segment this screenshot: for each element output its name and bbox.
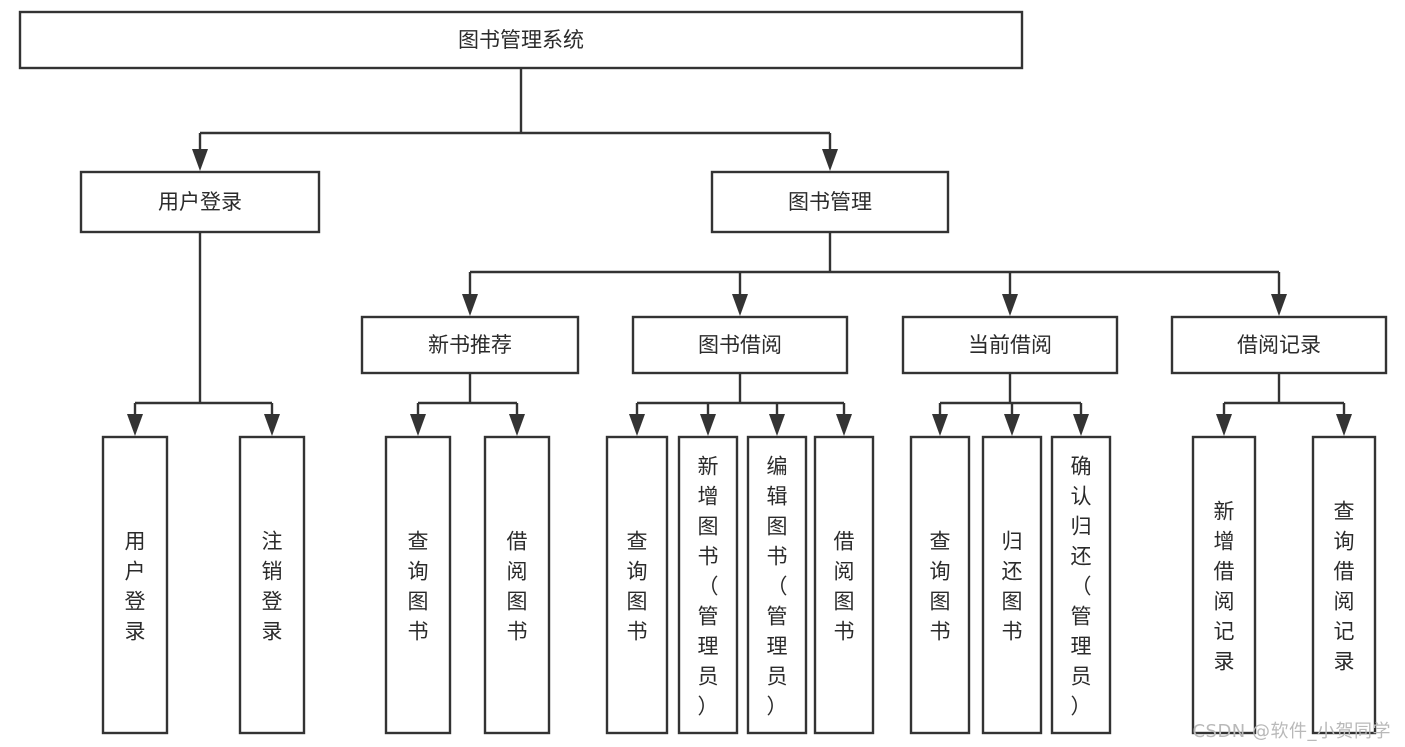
node-label-l10: 归还图书 (1002, 529, 1023, 643)
node-label-l1: 用户登录 (125, 529, 146, 643)
node-label-borrow: 图书借阅 (698, 333, 782, 357)
node-l1[interactable]: 用户登录 (101, 435, 169, 735)
node-label-l9: 查询图书 (930, 529, 951, 643)
node-box-l13[interactable] (1311, 435, 1377, 735)
connector-group-login (127, 232, 280, 436)
node-label-l6: 新增图书（管理员） (698, 454, 719, 718)
node-records[interactable]: 借阅记录 (1170, 315, 1388, 375)
node-box-l6[interactable] (677, 435, 739, 735)
node-box-l1[interactable] (101, 435, 169, 735)
node-l9[interactable]: 查询图书 (909, 435, 971, 735)
node-l8[interactable]: 借阅图书 (813, 435, 875, 735)
node-l13[interactable]: 查询借阅记录 (1311, 435, 1377, 735)
node-box-newbook[interactable] (360, 315, 580, 375)
node-box-l3[interactable] (384, 435, 452, 735)
node-box-l2[interactable] (238, 435, 306, 735)
node-label-root: 图书管理系统 (458, 28, 584, 52)
node-l11[interactable]: 确认归还（管理员） (1050, 435, 1112, 735)
node-root[interactable]: 图书管理系统 (18, 10, 1024, 70)
connector-group-root (192, 68, 838, 171)
node-box-borrow[interactable] (631, 315, 849, 375)
node-box-l5[interactable] (605, 435, 669, 735)
node-l5[interactable]: 查询图书 (605, 435, 669, 735)
connector-group-borrow (629, 373, 852, 436)
node-bookmgmt[interactable]: 图书管理 (710, 170, 950, 234)
watermark-label: CSDN @软件_小贺同学 (1192, 721, 1391, 742)
node-box-records[interactable] (1170, 315, 1388, 375)
node-box-l12[interactable] (1191, 435, 1257, 735)
node-box-l8[interactable] (813, 435, 875, 735)
node-label-l11: 确认归还（管理员） (1071, 454, 1092, 718)
node-l3[interactable]: 查询图书 (384, 435, 452, 735)
node-label-l2: 注销登录 (262, 529, 283, 643)
node-l2[interactable]: 注销登录 (238, 435, 306, 735)
node-box-l11[interactable] (1050, 435, 1112, 735)
node-l7[interactable]: 编辑图书（管理员） (746, 435, 808, 735)
node-login[interactable]: 用户登录 (79, 170, 321, 234)
connector-layer (127, 68, 1352, 436)
node-l10[interactable]: 归还图书 (981, 435, 1043, 735)
node-box-root[interactable] (18, 10, 1024, 70)
node-label-l7: 编辑图书（管理员） (767, 454, 788, 718)
node-label-l4: 借阅图书 (507, 529, 528, 643)
node-box-bookmgmt[interactable] (710, 170, 950, 234)
node-l12[interactable]: 新增借阅记录 (1191, 435, 1257, 735)
node-label-l3: 查询图书 (408, 529, 429, 643)
node-borrow[interactable]: 图书借阅 (631, 315, 849, 375)
node-box-current[interactable] (901, 315, 1119, 375)
node-label-current: 当前借阅 (968, 333, 1052, 357)
connector-group-newbook (410, 373, 525, 436)
node-label-records: 借阅记录 (1237, 333, 1321, 357)
node-label-bookmgmt: 图书管理 (788, 190, 872, 214)
node-l6[interactable]: 新增图书（管理员） (677, 435, 739, 735)
node-label-l13: 查询借阅记录 (1334, 499, 1355, 673)
connector-group-records (1216, 373, 1352, 436)
node-box-l9[interactable] (909, 435, 971, 735)
node-box-l7[interactable] (746, 435, 808, 735)
node-newbook[interactable]: 新书推荐 (360, 315, 580, 375)
node-label-newbook: 新书推荐 (428, 333, 512, 357)
node-label-l8: 借阅图书 (834, 529, 855, 643)
node-label-login: 用户登录 (158, 190, 242, 214)
node-layer: 图书管理系统用户登录图书管理新书推荐图书借阅当前借阅借阅记录用户登录注销登录查询… (18, 10, 1388, 735)
node-label-l12: 新增借阅记录 (1214, 499, 1235, 673)
node-box-login[interactable] (79, 170, 321, 234)
node-l4[interactable]: 借阅图书 (483, 435, 551, 735)
connector-group-bookmgmt (462, 232, 1287, 316)
connector-group-current (932, 373, 1089, 436)
node-box-l4[interactable] (483, 435, 551, 735)
node-box-l10[interactable] (981, 435, 1043, 735)
node-current[interactable]: 当前借阅 (901, 315, 1119, 375)
node-label-l5: 查询图书 (627, 529, 648, 643)
